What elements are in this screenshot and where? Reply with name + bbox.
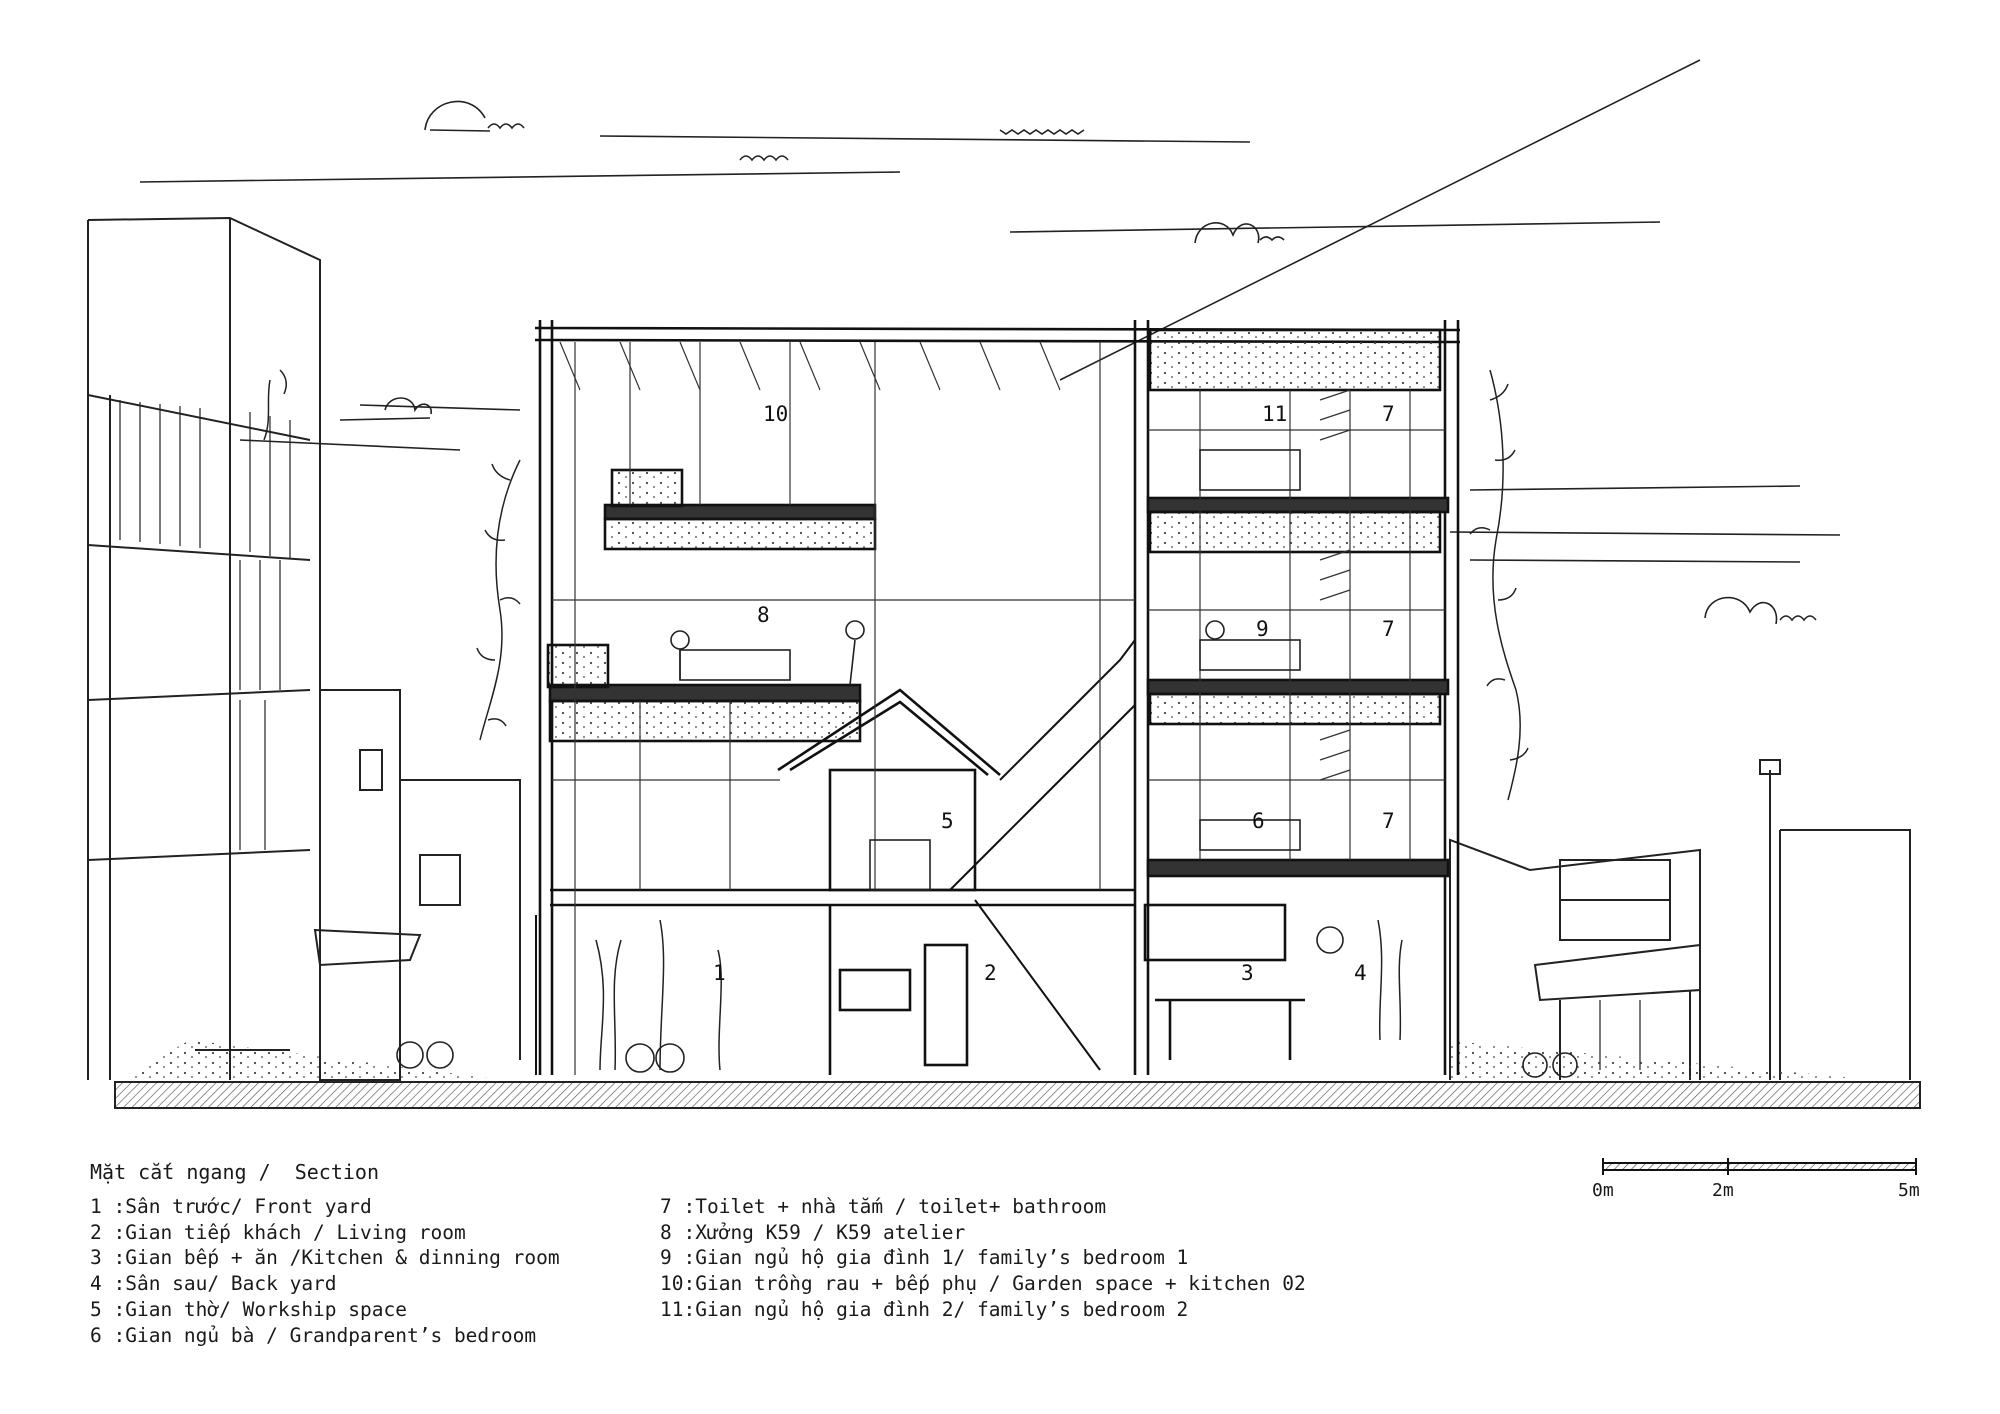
room-number-6: 6 (1252, 809, 1265, 833)
ground-hatch (114, 1040, 1921, 1109)
legend-item: 2 :Gian tiếp khách / Living room (90, 1220, 466, 1244)
legend-title: Mặt cắt ngang / Section (90, 1160, 379, 1184)
scale-bar (1602, 1158, 1917, 1175)
room-number-7-top: 7 (1382, 402, 1395, 426)
legend-item: 5 :Gian thờ/ Workship space (90, 1297, 407, 1321)
room-number-2: 2 (984, 961, 997, 985)
sky-sketch (139, 59, 1841, 625)
scale-label-5m: 5m (1898, 1180, 1920, 1201)
main-house-structure (534, 320, 1461, 1075)
legend-item: 10:Gian trồng rau + bếp phụ / Garden spa… (660, 1272, 1306, 1296)
right-neighbour-building (1449, 759, 1911, 1080)
room-number-9: 9 (1256, 617, 1269, 641)
legend-item: 6 :Gian ngủ bà / Grandparent’s bedroom (90, 1323, 537, 1347)
room-number-1: 1 (713, 961, 726, 985)
room-number-7-middle: 7 (1382, 617, 1395, 641)
legend-item: 11:Gian ngủ hộ gia đình 2/ family’s bedr… (660, 1297, 1189, 1321)
legend-item: 3 :Gian bếp + ăn /Kitchen & dinning room (90, 1246, 560, 1270)
vegetation-sketch (263, 369, 1529, 1071)
room-number-11: 11 (1262, 402, 1287, 426)
legend-left-column: 1 :Sân trước/ Front yard 2 :Gian tiếp kh… (90, 1194, 560, 1348)
room-number-5: 5 (941, 809, 954, 833)
furniture-sketch (396, 449, 1578, 1078)
room-number-10: 10 (763, 402, 788, 426)
legend-item: 7 :Toilet + nhà tắm / toilet+ bathroom (660, 1195, 1107, 1218)
left-neighbour-building (87, 216, 521, 1081)
legend-right-column: 7 :Toilet + nhà tắm / toilet+ bathroom 8… (660, 1194, 1306, 1323)
scale-label-2m: 2m (1712, 1180, 1734, 1201)
legend-item: 1 :Sân trước/ Front yard (90, 1195, 372, 1218)
room-number-7-bottom: 7 (1382, 809, 1395, 833)
structural-grid (552, 341, 1445, 1075)
room-number-8: 8 (757, 603, 770, 627)
legend-item: 4 :Sân sau/ Back yard (90, 1272, 337, 1296)
scale-label-0m: 0m (1592, 1180, 1614, 1201)
legend-item: 9 :Gian ngủ hộ gia đình 1/ family’s bedr… (660, 1246, 1189, 1270)
room-number-4: 4 (1354, 961, 1367, 985)
legend-item: 8 :Xưởng K59 / K59 atelier (660, 1220, 966, 1244)
room-number-3: 3 (1241, 961, 1254, 985)
room-number-labels: 10 11 7 8 9 7 5 6 7 1 2 3 4 (713, 402, 1395, 985)
